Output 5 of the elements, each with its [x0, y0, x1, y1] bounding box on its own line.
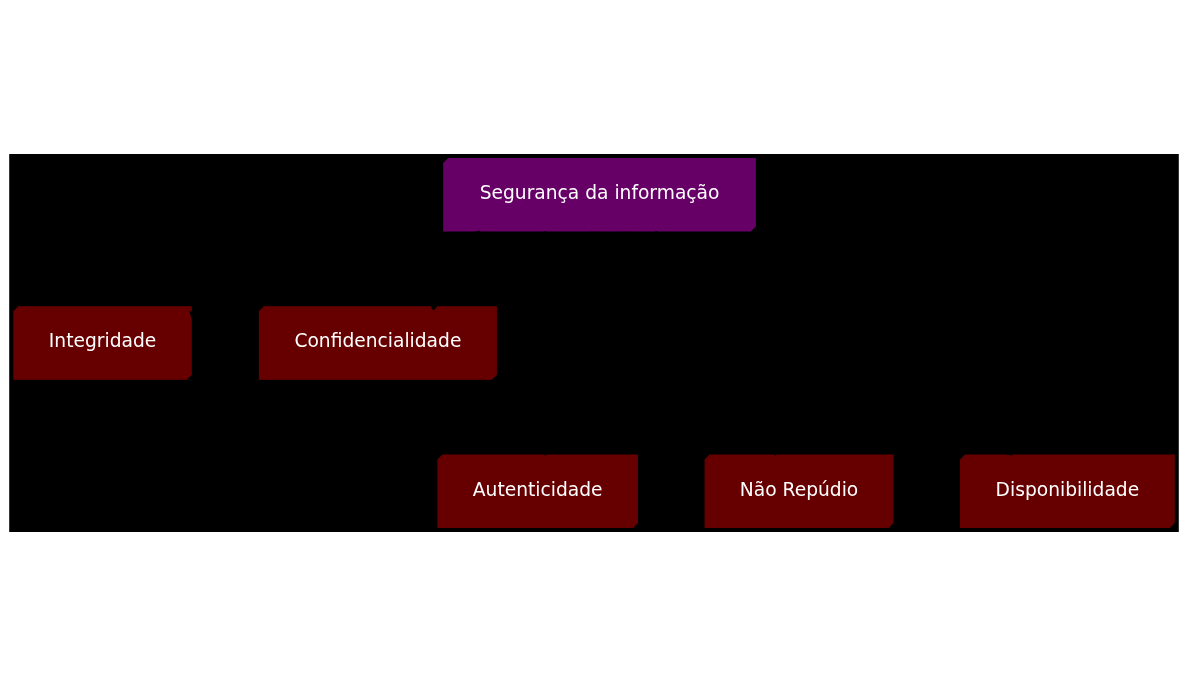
connector — [428, 230, 547, 312]
arrow — [542, 230, 593, 457]
arrow — [623, 230, 777, 457]
connector — [189, 230, 481, 321]
arrow — [654, 230, 1013, 456]
